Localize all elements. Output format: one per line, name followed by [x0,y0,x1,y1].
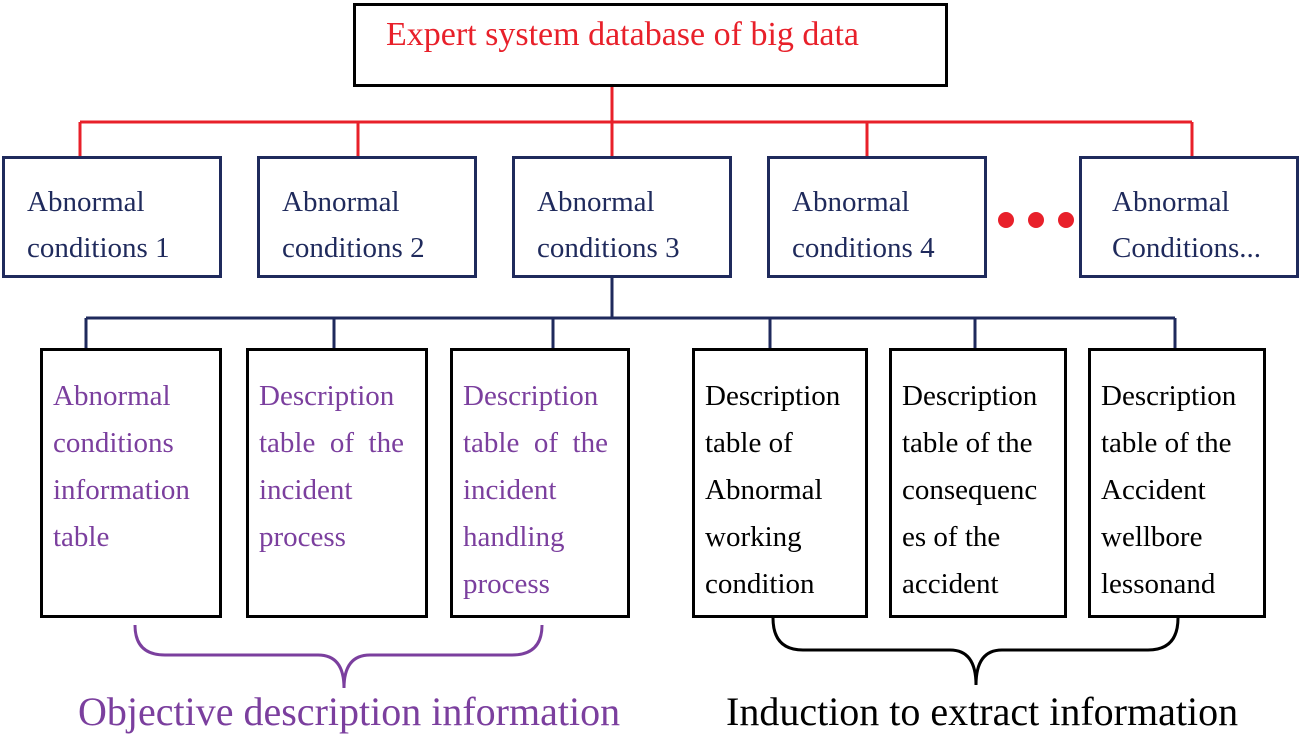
induction-group-label: Induction to extract information [726,689,1239,734]
table-line: table of the [902,427,1033,459]
table-box-3: Description table of the incident handli… [450,348,630,618]
table-box-2: Description table of the incident proces… [246,348,428,618]
condition-label-line2: Conditions... [1112,232,1262,264]
table-box-1: Abnormal conditions information table [40,348,222,618]
condition-label-line2: conditions 4 [792,232,935,264]
condition-box-2: Abnormal conditions 2 [257,156,477,278]
table-line: table of the [463,427,608,459]
table-line: lessonand [1101,568,1216,600]
table-line: process [259,521,346,553]
table-line: process [463,568,550,600]
table-line: table of the [1101,427,1232,459]
induction-brace [771,617,1180,686]
table-line: working [705,521,802,553]
table-line: Description [259,380,395,412]
table-line: Abnormal [53,380,171,412]
condition-label-line2: conditions 3 [537,232,680,264]
condition-box-4: Abnormal conditions 4 [767,156,987,278]
lower-tree-lines [84,278,1177,348]
condition-label-line1: Abnormal [537,186,655,218]
table-box-4: Description table of Abnormal working co… [692,348,868,618]
table-line: consequenc [902,474,1038,506]
table-line: information [53,474,190,506]
table-line: accident [902,568,999,600]
top-tree-lines [78,86,1194,157]
table-line: table of [705,427,793,459]
table-line: Abnormal [705,474,823,506]
root-box: Expert system database of big data [353,3,948,87]
table-line: condition [705,568,815,600]
table-line: Description [463,380,599,412]
root-label: Expert system database of big data [386,16,860,53]
table-line: Accident [1101,474,1206,506]
condition-label-line1: Abnormal [282,186,400,218]
table-box-5: Description table of the consequenc es o… [889,348,1067,618]
ellipsis-dot-2 [1028,212,1044,228]
ellipsis-dot-1 [998,212,1014,228]
table-line: conditions [53,427,174,459]
table-line: Description [902,380,1038,412]
table-line: Description [705,380,841,412]
table-line: handling [463,521,565,553]
condition-box-3: Abnormal conditions 3 [512,156,732,278]
condition-label-line1: Abnormal [1112,186,1230,218]
table-line: incident [463,474,557,506]
condition-box-1: Abnormal conditions 1 [2,156,222,278]
ellipsis-dot-3 [1058,212,1074,228]
table-line: table of the [259,427,404,459]
objective-brace [133,624,544,689]
table-box-6: Description table of the Accident wellbo… [1088,348,1266,618]
condition-label-line2: conditions 2 [282,232,425,264]
table-line: wellbore [1101,521,1203,553]
table-line: table [53,521,110,553]
table-line: incident [259,474,353,506]
condition-label-line1: Abnormal [792,186,910,218]
table-line: es of the [902,521,1001,553]
condition-box-5: Abnormal Conditions... [1079,156,1299,278]
objective-group-label: Objective description information [78,689,621,734]
condition-label-line2: conditions 1 [27,232,170,264]
ellipsis-dots [998,212,1074,228]
condition-label-line1: Abnormal [27,186,145,218]
table-line: Description [1101,380,1237,412]
